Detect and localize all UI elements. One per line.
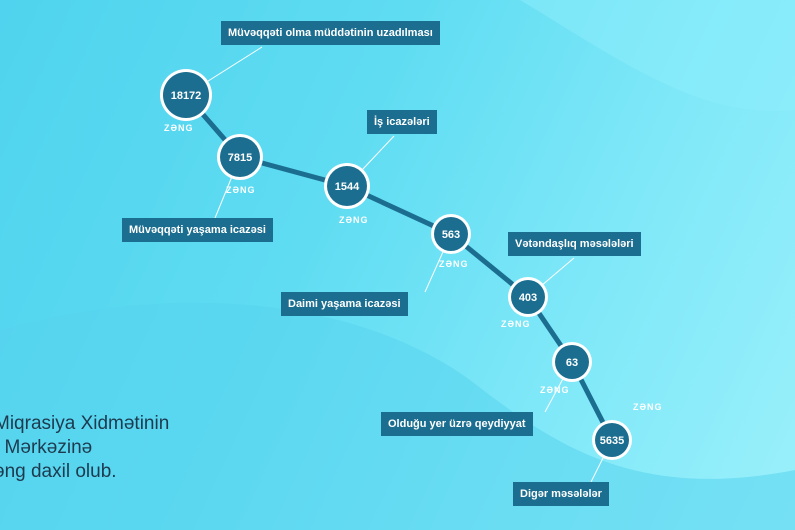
data-label: 63 — [566, 357, 578, 369]
unit-label: ZƏNG — [339, 215, 369, 225]
data-label: 563 — [442, 229, 460, 241]
data-label: 403 — [519, 292, 537, 304]
category-label: İş icazələri — [367, 110, 437, 134]
category-label: Digər məsələlər — [513, 482, 609, 506]
data-point — [555, 345, 589, 379]
data-label: 5635 — [600, 435, 624, 447]
headline-line-2: ı Mərkəzinə — [0, 437, 93, 458]
data-point — [595, 423, 629, 457]
headline-line-3: əng daxil olub. — [0, 461, 117, 482]
headline-line-1: Miqrasiya Xidmətinin — [0, 413, 170, 434]
unit-label: ZƏNG — [540, 385, 570, 395]
category-label: Müvəqqəti olma müddətinin uzadılması — [221, 21, 440, 45]
unit-label: ZƏNG — [439, 259, 469, 269]
data-point — [220, 137, 260, 177]
data-point — [327, 166, 367, 206]
data-label: 18172 — [171, 90, 202, 102]
unit-label: ZƏNG — [501, 319, 531, 329]
unit-label: ZƏNG — [226, 185, 256, 195]
data-point — [434, 217, 468, 251]
unit-label: ZƏNG — [633, 402, 663, 412]
data-point — [163, 72, 209, 118]
category-label: Olduğu yer üzrə qeydiyyat — [381, 412, 533, 436]
data-point — [511, 280, 545, 314]
category-label: Müvəqqəti yaşama icazəsi — [122, 218, 273, 242]
unit-label: ZƏNG — [164, 123, 194, 133]
data-label: 1544 — [335, 181, 360, 193]
headline-text: Miqrasiya Xidmətinin ı Mərkəzinə əng dax… — [0, 412, 169, 484]
category-label: Vətəndaşlıq məsələləri — [508, 232, 641, 256]
data-label: 7815 — [228, 152, 252, 164]
category-label: Daimi yaşama icazəsi — [281, 292, 408, 316]
